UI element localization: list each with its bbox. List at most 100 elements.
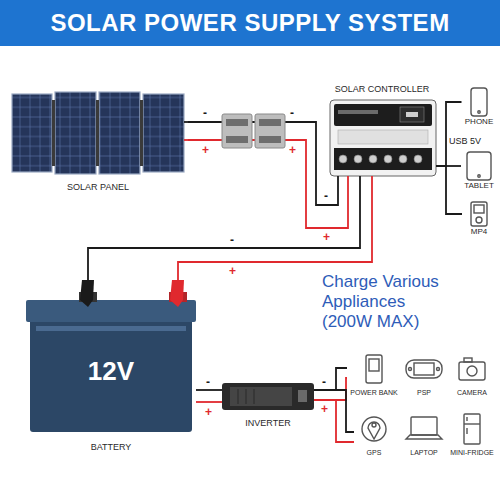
power-wire bbox=[314, 368, 347, 400]
usb-device-icons bbox=[467, 152, 491, 180]
appliance-icon: PSP bbox=[404, 352, 444, 398]
battery-drawing bbox=[26, 300, 196, 322]
node-label: PSP bbox=[404, 388, 444, 397]
node-label: GPS bbox=[354, 448, 394, 457]
node-label: SOLAR PANEL bbox=[8, 182, 188, 193]
label-holder: + bbox=[202, 144, 209, 156]
label-holder: - bbox=[203, 107, 207, 119]
solar-panel-drawing bbox=[96, 100, 99, 166]
controller-device bbox=[338, 110, 378, 114]
node-label: LAPTOP bbox=[404, 448, 444, 457]
controller-device bbox=[400, 107, 424, 122]
battery-drawing bbox=[170, 280, 184, 307]
controller-device bbox=[369, 155, 377, 163]
port-label: USB 5V bbox=[449, 136, 481, 147]
node-label: CAMERA bbox=[452, 388, 492, 397]
power-note: Charge Various Appliances (200W MAX) bbox=[322, 272, 450, 332]
appliance-icons bbox=[464, 414, 480, 444]
controller-device bbox=[330, 100, 436, 176]
usb-device-icons bbox=[476, 217, 482, 223]
wire bbox=[196, 389, 222, 391]
inverter-drawing bbox=[222, 383, 314, 410]
wire bbox=[196, 401, 222, 403]
label-holder: USB 5V bbox=[449, 136, 481, 147]
inverter-drawing bbox=[254, 389, 255, 404]
label-holder: - bbox=[290, 107, 294, 119]
anderson-plug bbox=[226, 119, 248, 126]
controller-device bbox=[334, 104, 432, 126]
appliance-icons bbox=[369, 359, 379, 371]
wire bbox=[188, 140, 348, 228]
appliance-icons bbox=[406, 435, 442, 439]
inverter-drawing bbox=[246, 389, 247, 404]
polarity-mark: + bbox=[229, 265, 236, 277]
node-label: PHONE bbox=[462, 117, 497, 127]
label-holder: + bbox=[205, 406, 212, 418]
inverter-drawing bbox=[238, 389, 239, 404]
polarity-mark: + bbox=[321, 403, 328, 415]
node-label: MINI-FRIDGE bbox=[447, 448, 497, 457]
polarity-mark: - bbox=[203, 107, 207, 119]
power-wire bbox=[314, 390, 354, 442]
node-label: INVERTER bbox=[222, 418, 314, 429]
power-wire bbox=[88, 176, 372, 280]
appliance-icons bbox=[368, 422, 380, 439]
inverter-drawing bbox=[230, 387, 292, 406]
controller-device bbox=[330, 100, 436, 176]
label-holder: + bbox=[289, 144, 296, 156]
appliance-icons bbox=[466, 417, 467, 421]
appliance-icons bbox=[459, 362, 485, 380]
wire bbox=[436, 102, 462, 166]
appliance-icon: MINI-FRIDGE bbox=[447, 412, 497, 458]
appliance-icons bbox=[464, 423, 480, 424]
usb-device-icons bbox=[471, 88, 487, 116]
wire bbox=[314, 368, 347, 390]
anderson-plug bbox=[226, 136, 248, 143]
appliance-icons bbox=[366, 355, 382, 383]
appliance-icons bbox=[411, 417, 437, 435]
controller-device bbox=[338, 130, 428, 144]
appliance-icons bbox=[414, 363, 434, 375]
power-wire bbox=[436, 102, 462, 166]
node-label: MP4 bbox=[462, 227, 496, 237]
node-label: TABLET bbox=[461, 181, 497, 191]
solar-panel-drawing bbox=[55, 92, 96, 174]
wire bbox=[314, 378, 347, 400]
polarity-mark: - bbox=[290, 107, 294, 119]
appliance-icons bbox=[362, 355, 485, 444]
polarity-mark: + bbox=[205, 406, 212, 418]
label-holder: + bbox=[321, 403, 328, 415]
battery: 12VBATTERY bbox=[26, 280, 196, 458]
appliance-icons bbox=[466, 428, 467, 434]
controller-device bbox=[399, 155, 407, 163]
solar-panel-drawing bbox=[140, 100, 143, 166]
label-holder: - bbox=[206, 376, 210, 388]
label-holder: + bbox=[229, 265, 236, 277]
polarity-mark: + bbox=[202, 144, 209, 156]
appliance-icon: GPS bbox=[354, 412, 394, 458]
polarity-mark: - bbox=[324, 190, 328, 202]
power-wire bbox=[188, 122, 348, 228]
usb-device-icons bbox=[478, 175, 480, 177]
anderson-plug bbox=[255, 114, 285, 148]
appliance-icon: CAMERA bbox=[452, 352, 492, 398]
solar-panel: SOLAR PANEL bbox=[8, 88, 188, 194]
node-label: POWER BANK bbox=[347, 388, 401, 397]
controller-device bbox=[414, 155, 422, 163]
solar-panel-drawing bbox=[143, 94, 184, 172]
controller-device bbox=[354, 155, 362, 163]
usb-device-icons bbox=[467, 88, 491, 226]
appliance-icons bbox=[372, 423, 376, 427]
appliance-icon: LAPTOP bbox=[404, 412, 444, 458]
appliance-icons bbox=[406, 360, 442, 378]
appliance-icons bbox=[467, 366, 477, 376]
inverter: INVERTER bbox=[222, 380, 314, 430]
label-holder: - bbox=[322, 376, 326, 388]
device-icon: PHONE bbox=[462, 86, 497, 128]
wire bbox=[436, 166, 462, 214]
appliance-icons bbox=[464, 358, 472, 362]
wire bbox=[314, 400, 354, 442]
usb-device-icons bbox=[471, 202, 487, 226]
